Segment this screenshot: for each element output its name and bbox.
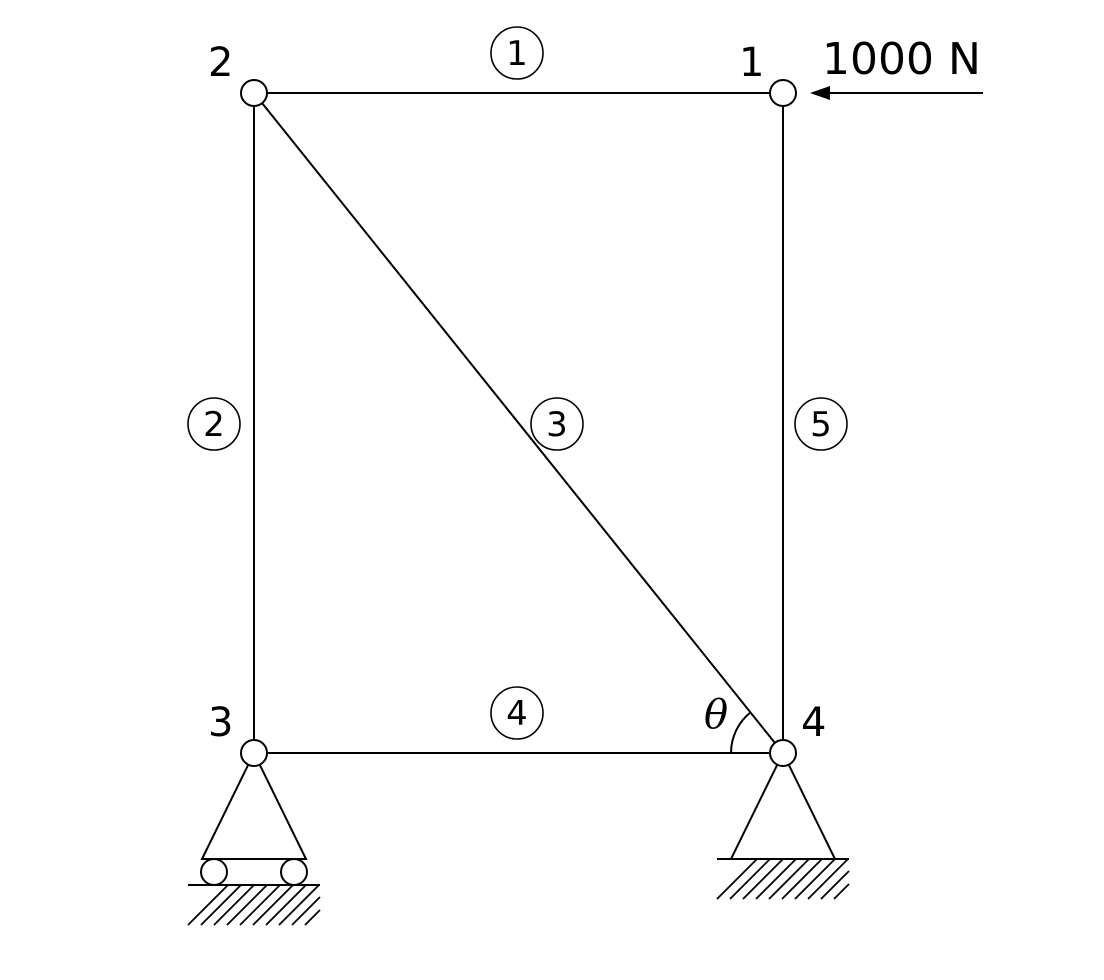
svg-text:5: 5 [810,405,832,445]
member-label-1: 1 [490,26,544,80]
roller-support-triangle [200,752,308,860]
roller-wheel-left [200,858,228,886]
pin-support [716,752,850,900]
roller-ground-hatch [187,884,321,926]
joint-4 [769,739,797,767]
angle-theta-arc [730,711,752,754]
member-label-3: 3 [530,397,584,451]
joint-2 [240,79,268,107]
roller-wheel-right [280,858,308,886]
pin-support-triangle [729,752,837,860]
joint-3 [240,739,268,767]
angle-theta-label: θ [704,692,728,738]
svg-text:1: 1 [506,34,528,74]
node-label-3: 3 [208,700,233,746]
node-label-4: 4 [801,700,826,746]
load-label: 1000 N [822,34,981,85]
load-arrow [810,86,983,100]
member-label-5: 5 [794,397,848,451]
member-label-2: 2 [187,397,241,451]
svg-text:2: 2 [203,405,225,445]
svg-text:4: 4 [506,694,528,734]
load-arrowhead [810,86,830,100]
pin-ground-hatch [716,858,850,900]
member-label-4: 4 [490,686,544,740]
joint-1 [769,79,797,107]
svg-text:3: 3 [546,405,568,445]
roller-support [187,752,321,926]
node-label-2: 2 [208,40,233,86]
node-label-1: 1 [739,40,764,86]
member-3 [253,92,784,754]
